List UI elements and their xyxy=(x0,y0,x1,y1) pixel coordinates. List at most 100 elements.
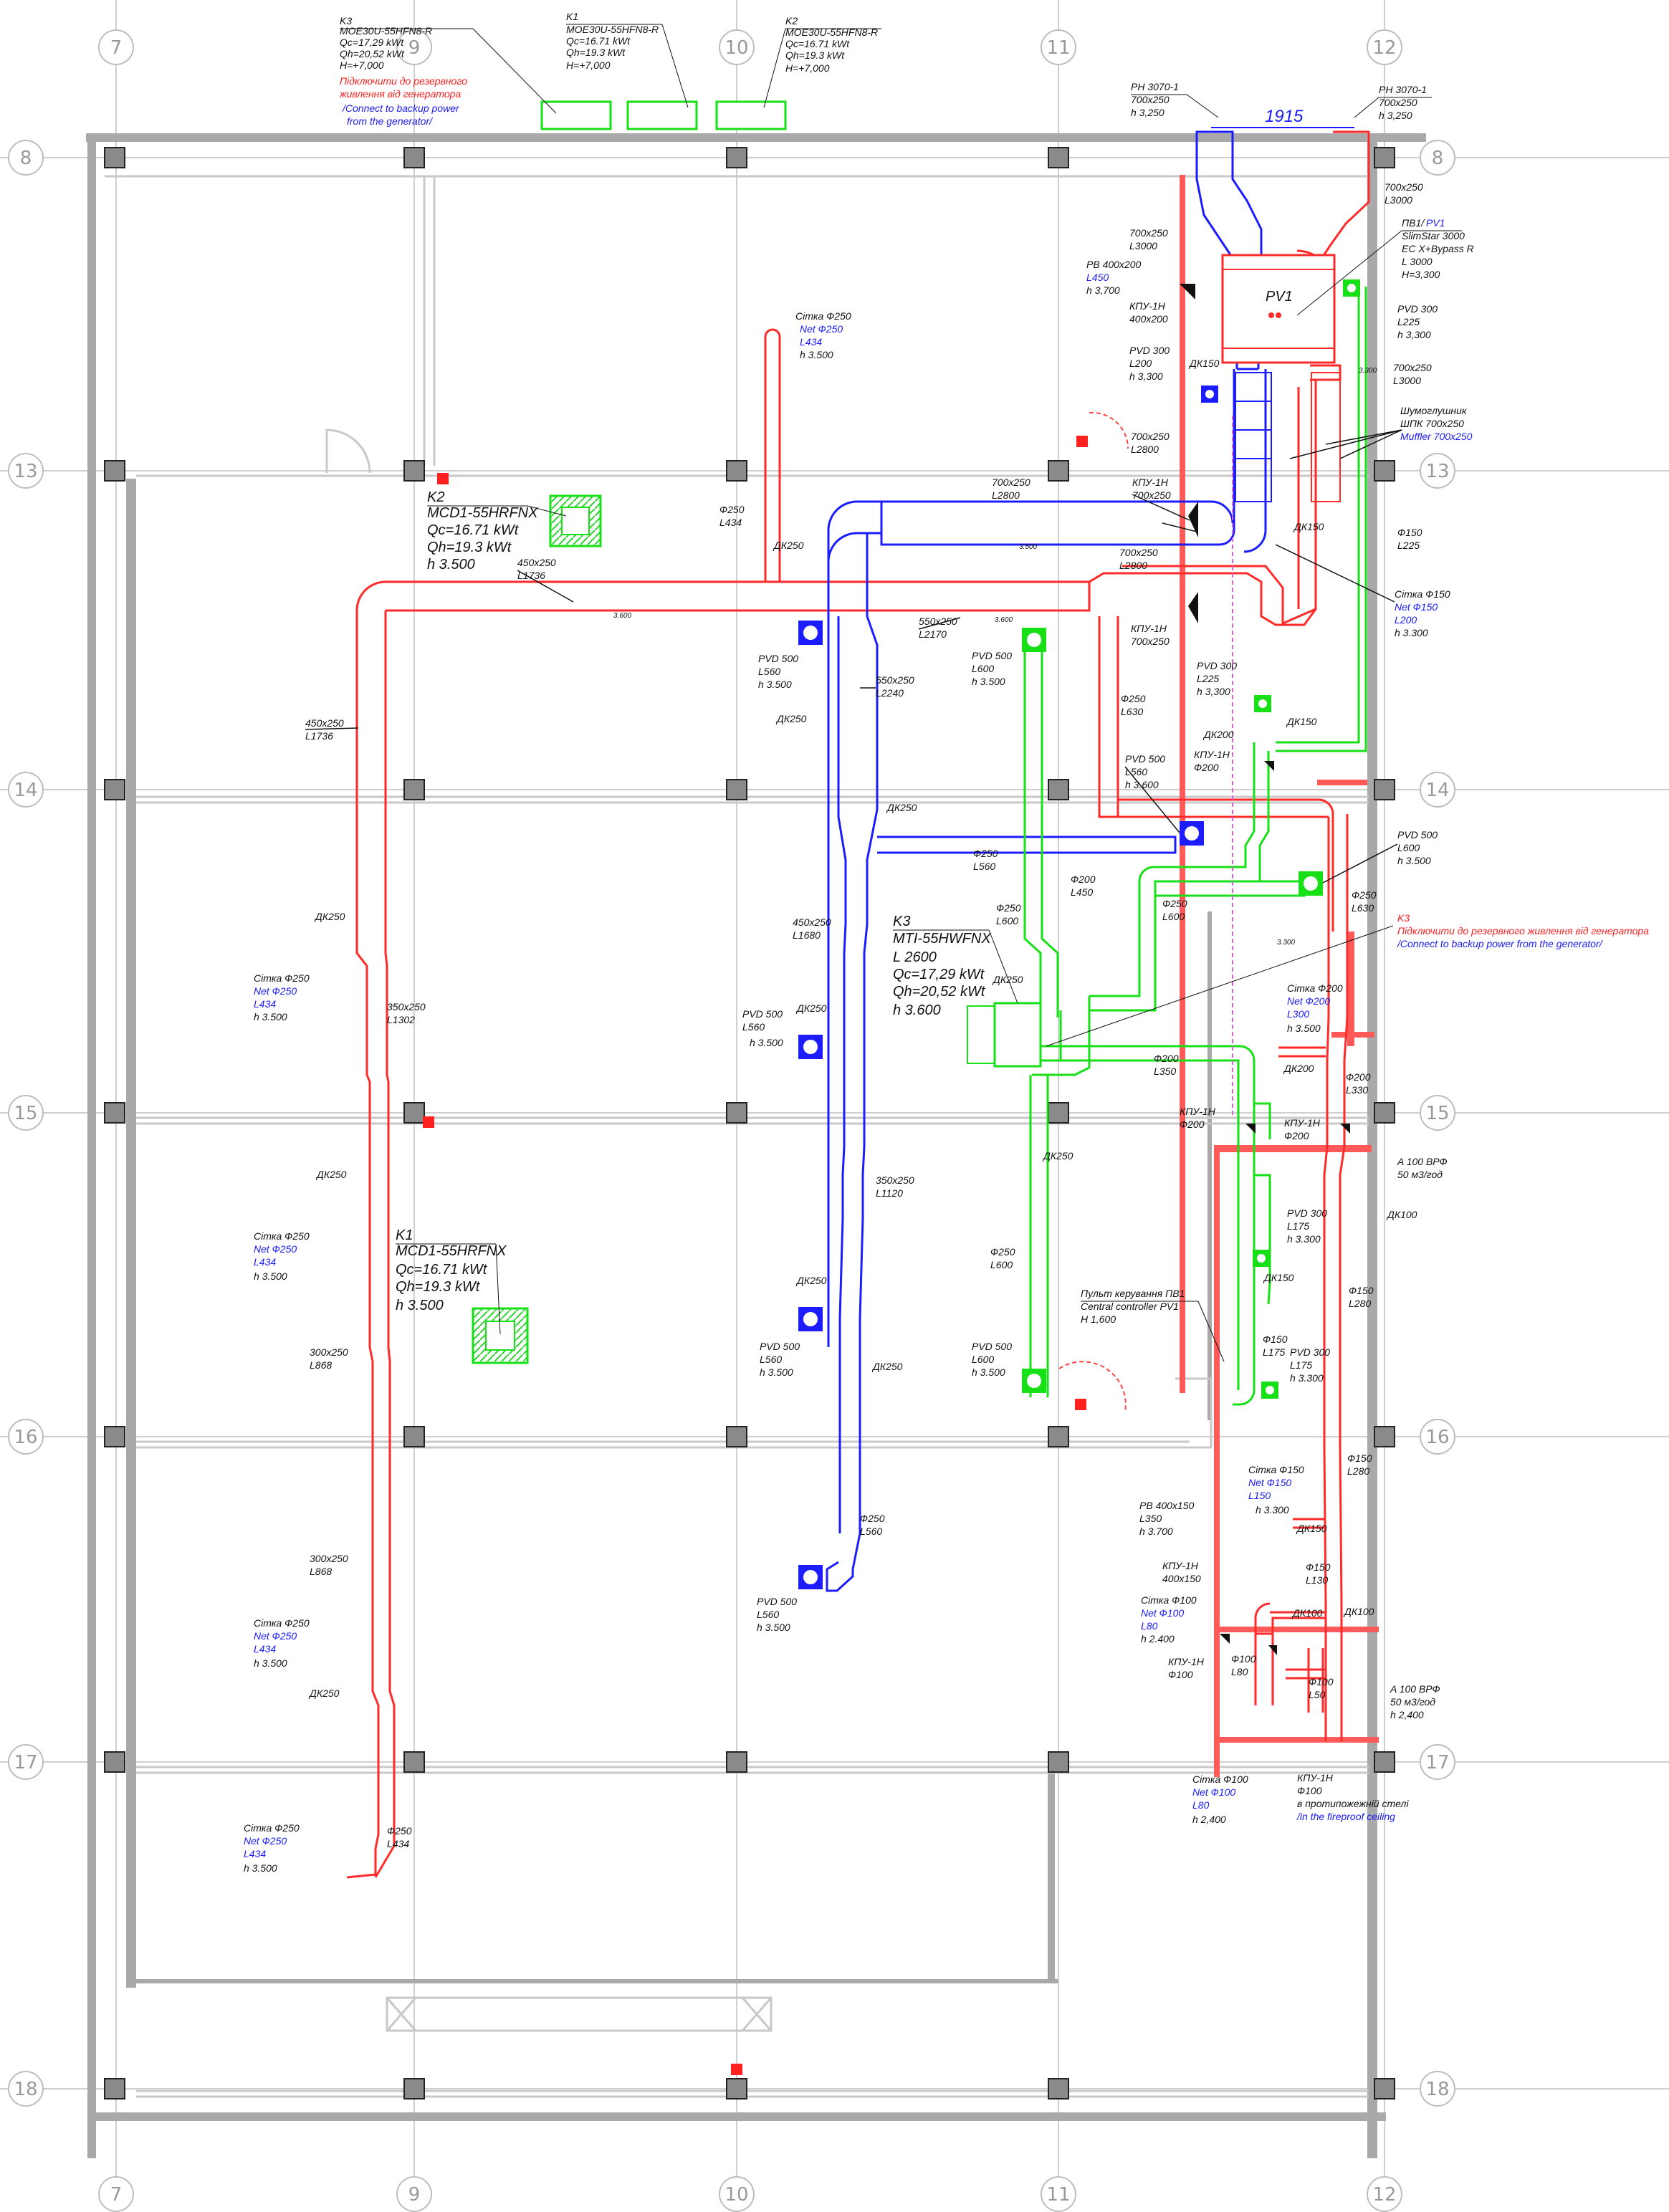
sitka150-b-n: Net Ф150 xyxy=(1248,1477,1291,1488)
pvd300-e: PVD 300 xyxy=(1290,1346,1330,1358)
iu-k2-qh: Qh=19.3 kWt xyxy=(427,540,512,555)
f250-560-a-l: L560 xyxy=(973,861,995,872)
d450-1736-top: 450x250 xyxy=(517,557,556,568)
f250-434: Ф250 xyxy=(387,1825,412,1837)
sitka150-b-l: L150 xyxy=(1248,1490,1271,1501)
d700-2800-b-l: L2800 xyxy=(992,489,1020,501)
sitka100-a-l: L80 xyxy=(1141,1620,1158,1632)
sitka250-top-l: L434 xyxy=(800,336,822,348)
diffuser-pvd500-blue xyxy=(1180,821,1204,846)
pvd500-g-h: h 3.500 xyxy=(972,1366,1005,1378)
diffuser-pvd500-blue xyxy=(798,621,823,645)
iu-k3-l: L 2600 xyxy=(893,949,937,965)
wall-lines xyxy=(105,175,1369,2098)
ou-k2-qh: Qh=19.3 kWt xyxy=(785,49,845,61)
f150-175: Ф150 xyxy=(1263,1334,1288,1345)
axis-row-label: 15 xyxy=(14,1103,37,1124)
pvd300-b-h: h 3,300 xyxy=(1129,370,1163,382)
k3-note-ua: Підключити до резервного живлення від ге… xyxy=(1397,925,1649,937)
sitka100-b-n: Net Ф100 xyxy=(1192,1786,1235,1798)
iu-k2-title: K2 xyxy=(427,489,444,505)
structural-columns xyxy=(104,147,1395,2100)
axis-col-label: 11 xyxy=(1046,2184,1070,2206)
d450-1680-l: L1680 xyxy=(793,929,821,941)
axis-bubbles xyxy=(8,29,1455,2212)
pvd500-a-l: L560 xyxy=(758,666,780,677)
rb400-c: h 3,700 xyxy=(1086,284,1120,296)
rb400-a: PB 400x200 xyxy=(1086,259,1141,270)
f150-280b-l: L280 xyxy=(1347,1465,1369,1477)
d350-1120: 350x250 xyxy=(876,1174,914,1186)
k3-note-title: K3 xyxy=(1397,912,1410,924)
f250-600-a-l: L600 xyxy=(1162,911,1185,922)
pvd300-c: PVD 300 xyxy=(1197,660,1237,671)
d700-3000-b-l: L3000 xyxy=(1129,240,1157,252)
d700-2800-c-l: L2800 xyxy=(1119,560,1147,571)
kpu700-b-s: 700x250 xyxy=(1131,636,1170,647)
d700-2800-b: 700x250 xyxy=(992,477,1030,488)
d700-2800-a: 700x250 xyxy=(1131,431,1170,442)
axis-col-label: 10 xyxy=(724,2184,748,2206)
pvd300-d-h: h 3.300 xyxy=(1287,1233,1321,1245)
iu-k3-model: MTI-55HWFNX xyxy=(893,931,991,947)
ou-k3-note: живлення від генератора xyxy=(339,88,461,100)
pvd300-e-h: h 3.300 xyxy=(1290,1372,1324,1384)
diffuser-pvd500-green xyxy=(1299,871,1323,896)
iu-k1-title: K1 xyxy=(396,1227,413,1243)
kpu700-a-s: 700x250 xyxy=(1132,489,1171,501)
iu-k1-qh: Qh=19.3 kWt xyxy=(396,1279,481,1295)
pvd500-b: PVD 500 xyxy=(972,650,1012,661)
d450-1736-top-l: L1736 xyxy=(517,570,545,581)
dk200-b: ДК200 xyxy=(1283,1063,1314,1074)
sitka250-a-l: L434 xyxy=(254,998,276,1010)
ou-k1-qc: Qc=16.71 kWt xyxy=(566,35,631,47)
dk250-g: ДК250 xyxy=(871,1361,903,1372)
pvd500-c: PVD 500 xyxy=(1125,753,1165,765)
f250-560-a: Ф250 xyxy=(973,848,998,859)
sitka150-b: Сітка Ф150 xyxy=(1248,1464,1304,1475)
pvd500-a-h: h 3.500 xyxy=(758,679,792,690)
a100-b-s: 50 м3/год xyxy=(1390,1696,1435,1708)
axis-col-label: 7 xyxy=(110,2184,123,2206)
axis-col-label: 7 xyxy=(110,37,123,59)
muffler-en: Muffler 700x250 xyxy=(1400,431,1473,442)
ou-k3-note-en: /Connect to backup power xyxy=(342,102,460,114)
axis-row-label: 14 xyxy=(14,780,37,801)
pvd500-b-l: L600 xyxy=(972,663,994,674)
axis-row-label: 15 xyxy=(1425,1103,1449,1124)
f250-600-b-l: L600 xyxy=(996,915,1018,927)
sitka100-a-n: Net Ф100 xyxy=(1141,1607,1184,1619)
axis-col-label: 11 xyxy=(1046,37,1070,59)
sitka250-top-h: h 3.500 xyxy=(800,349,833,360)
f250-560-b-l: L560 xyxy=(860,1526,882,1537)
iu-k3-h: h 3.600 xyxy=(893,1002,941,1018)
dk250-f: ДК250 xyxy=(795,1275,827,1286)
pvd300-c-l: L225 xyxy=(1197,673,1219,684)
ou-k3-title: K3 xyxy=(340,15,352,27)
rh-left-size: 700x250 xyxy=(1131,94,1170,105)
kpu200-a-s: Ф200 xyxy=(1194,762,1219,773)
k3-note-en: /Connect to backup power from the genera… xyxy=(1397,938,1604,949)
f250-434-top-l: L434 xyxy=(719,517,742,528)
f150-280-l: L280 xyxy=(1349,1298,1371,1309)
ou-k3-qh: Qh=20,52 kWt xyxy=(340,48,405,59)
d450-1736-left: 450x250 xyxy=(305,717,344,729)
cassette-k1 xyxy=(472,1307,529,1364)
pv1-sub: EC X+Bypass R xyxy=(1402,243,1474,254)
building-walls xyxy=(86,133,1426,2158)
sitka100-a-h: h 2.400 xyxy=(1141,1633,1175,1644)
dashed-arcs xyxy=(1058,411,1233,1412)
d700-2800-a-l: L2800 xyxy=(1131,444,1159,455)
sitka250-c-n: Net Ф250 xyxy=(254,1630,297,1642)
f150-130: Ф150 xyxy=(1306,1561,1331,1573)
pvd500-h: PVD 500 xyxy=(757,1596,797,1607)
red-markers xyxy=(423,436,1088,2075)
pvd500-d-h: h 3.500 xyxy=(1397,855,1431,866)
ou-k2-model: MOE30U-55HFN8-R xyxy=(785,27,878,38)
dk250-left-c: ДК250 xyxy=(308,1687,340,1699)
f200-330: Ф200 xyxy=(1346,1071,1371,1083)
dk100-a: ДК100 xyxy=(1386,1209,1417,1220)
axis-row-label: 17 xyxy=(1425,1752,1449,1773)
iu-k2-h: h 3.500 xyxy=(427,557,475,573)
